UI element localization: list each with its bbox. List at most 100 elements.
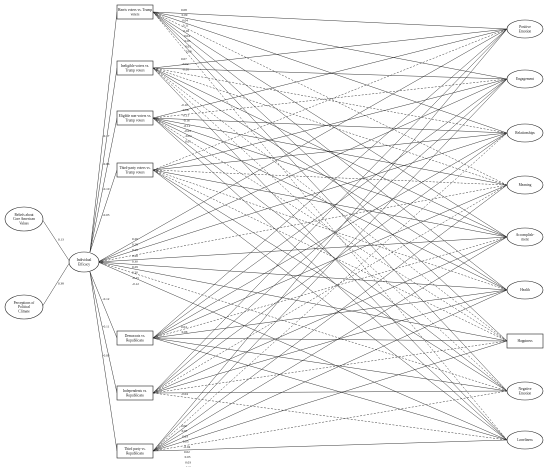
- edge-third_party-accomplishment: [152, 236, 508, 452]
- edge-independents-negative_emotion: [152, 390, 508, 394]
- edge-ineligible-meaning: [152, 67, 508, 186]
- coef-center-out-0: 0.26: [132, 237, 138, 241]
- edge-harris-negative_emotion: [152, 11, 508, 392]
- node-individual-efficacy-label: Efficacy: [78, 262, 90, 266]
- node-third_party_voters: [116, 162, 154, 178]
- edge-input-climate: [41, 261, 71, 308]
- edge-third_party_voters-positive_emotion: [152, 28, 508, 171]
- coef-third_party-0: 0.00: [181, 424, 187, 428]
- edge-independents-relationships: [152, 132, 508, 394]
- coef-eligible_non-7: 0.01: [185, 139, 191, 143]
- node-democrats-label: Democrats vs.: [125, 334, 146, 338]
- coef-center-out-1: 0.28: [132, 243, 138, 247]
- coef-center-independents: -0.11: [103, 325, 110, 329]
- coef-eligible_non-5: -0.03: [184, 129, 191, 133]
- coef-center-out-2: 0.28: [132, 248, 138, 252]
- node-individual-efficacy-label: Individual: [77, 258, 92, 262]
- edge-third_party_voters-loneliness: [152, 169, 508, 441]
- node-individual-efficacy: [68, 251, 100, 273]
- edge-harris-meaning: [152, 11, 508, 186]
- edge-independents-engagement: [152, 78, 508, 394]
- coef-third_party-1: 0.07: [182, 429, 188, 433]
- edge-independents-positive_emotion: [152, 28, 508, 394]
- node-climate: [4, 294, 44, 320]
- edge-third_party_voters-health: [152, 169, 508, 291]
- edge-independents-meaning: [152, 184, 508, 394]
- edge-eligible_non-loneliness: [152, 117, 508, 441]
- coef-harris-7: 0.01: [185, 44, 191, 48]
- node-beliefs: [4, 206, 44, 232]
- node-positive_emotion: [506, 19, 544, 39]
- node-eligible_non: [116, 110, 154, 126]
- coef-center-democrats: -0.12: [103, 297, 110, 301]
- coef-input-climate: 0.38: [58, 282, 64, 286]
- coef-center-out-4: 0.30: [132, 259, 138, 263]
- node-beliefs-label: Values: [19, 221, 29, 225]
- node-eligible_non-label: Trump voters: [125, 118, 145, 122]
- edge-democrats-positive_emotion: [152, 28, 508, 339]
- node-third_party-label: Republicans: [126, 451, 144, 455]
- node-climate-label: Political: [18, 305, 30, 309]
- node-engagement-label: Engagement: [516, 77, 534, 81]
- edge-third_party-relationships: [152, 132, 508, 452]
- coef-third_party-4: -0.04: [183, 445, 190, 449]
- edge-eligible_non-health: [152, 117, 508, 291]
- node-accomplishment: [506, 227, 544, 247]
- edge-center-meaning: [97, 184, 508, 263]
- node-meaning: [506, 175, 544, 195]
- edge-third_party-happiness: [152, 340, 508, 452]
- edge-independents-accomplishment: [152, 236, 508, 394]
- coef-third_party-3: 0.05: [183, 440, 189, 444]
- node-beliefs-label: Core American: [13, 217, 35, 221]
- edge-third_party-health: [152, 289, 508, 452]
- node-accomplishment-label: ment: [521, 237, 528, 241]
- coef-eligible_non-2: -0.11: [182, 113, 189, 117]
- edge-third_party_voters-relationships: [152, 132, 508, 171]
- coef-eligible_non-4: -0.12: [183, 124, 190, 128]
- edge-center-harris: [89, 11, 118, 253]
- edge-harris-relationships: [152, 11, 508, 134]
- coef-third_party-2: 0.03: [182, 434, 188, 438]
- coef-center-out-3: 0.28: [132, 254, 138, 258]
- coef-harris-3: 0.11: [183, 24, 189, 28]
- node-beliefs-label: Beliefs about: [14, 213, 33, 217]
- edge-third_party-negative_emotion: [152, 390, 508, 452]
- node-ineligible: [116, 60, 154, 76]
- edge-independents-happiness: [152, 340, 508, 394]
- edge-center-accomplishment: [97, 236, 508, 263]
- node-health-label: Health: [520, 288, 530, 292]
- edge-third_party_voters-meaning: [152, 169, 508, 186]
- coef-harris-5: 0.04: [184, 34, 190, 38]
- edge-independents-loneliness: [152, 392, 508, 441]
- coef-center-ineligible: -0.06: [103, 162, 110, 166]
- coef-center-out-7: -0.15: [132, 276, 139, 280]
- edge-ineligible-negative_emotion: [152, 67, 508, 392]
- coef-center-out-6: 0.20: [132, 271, 138, 275]
- coef-input-beliefs: 0.13: [58, 238, 64, 242]
- node-happiness: [506, 333, 544, 349]
- edge-center-happiness: [97, 261, 508, 342]
- node-loneliness-label: Loneliness: [517, 438, 533, 442]
- edge-center-relationships: [97, 132, 508, 263]
- edge-democrats-meaning: [152, 184, 508, 339]
- node-relationships-label: Relationships: [515, 131, 535, 135]
- node-negative_emotion-label: Negative: [519, 387, 532, 391]
- edge-democrats-negative_emotion: [152, 337, 508, 392]
- node-independents: [116, 385, 154, 401]
- edge-eligible_non-positive_emotion: [152, 28, 508, 119]
- edge-center-engagement: [97, 78, 508, 263]
- coef-center-out-5: 0.29: [132, 265, 138, 269]
- edge-eligible_non-relationships: [152, 117, 508, 134]
- coef-eligible_non-6: -0.04: [185, 134, 192, 138]
- coef-center-third_party_voters: -0.03: [103, 213, 110, 217]
- node-meaning-label: Meaning: [519, 183, 532, 187]
- coef-independents-0: -0.04: [181, 392, 188, 396]
- edge-center-negative_emotion: [97, 261, 508, 392]
- edge-third_party-engagement: [152, 78, 508, 452]
- node-happiness-label: Happiness: [518, 339, 534, 343]
- coef-center-out-8: -0.12: [132, 282, 139, 286]
- node-third_party_voters-label: Trump voters: [125, 170, 145, 174]
- edge-third_party-meaning: [152, 184, 508, 452]
- edge-eligible_non-negative_emotion: [152, 117, 508, 392]
